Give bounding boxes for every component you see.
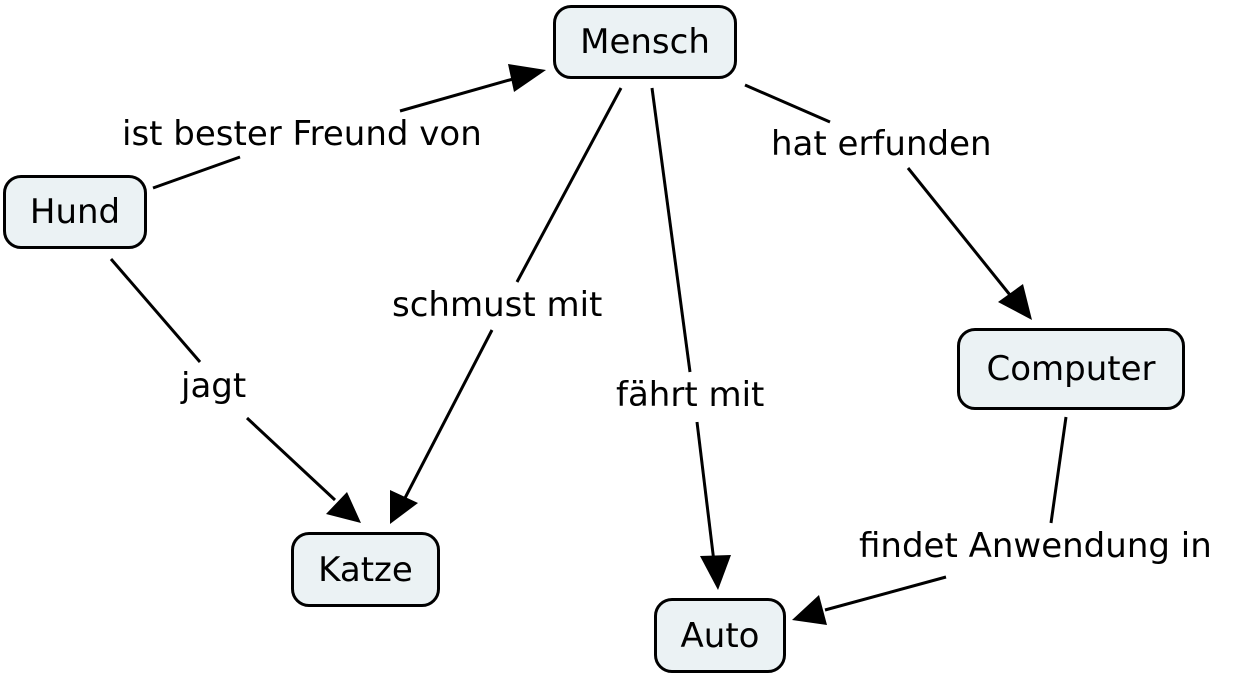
link-label-hat-erfunden: hat erfunden: [767, 124, 996, 164]
edge-findet-to-auto: [824, 575, 947, 612]
edge-computer-to-findet: [1049, 416, 1068, 524]
link-label-findet-anwendung-in: findet Anwendung in: [855, 526, 1216, 566]
link-label-faehrt-mit: fährt mit: [612, 375, 769, 415]
edge-hund-to-jagt: [109, 258, 202, 363]
edge-hund-to-label: [152, 155, 241, 190]
node-auto[interactable]: Auto: [654, 598, 786, 673]
edge-schmust-to-katze: [403, 329, 494, 499]
arrowhead-katze-from-mensch: [390, 490, 418, 524]
edge-erfunden-to-computer: [906, 167, 1012, 296]
arrowhead-katze-from-hund: [326, 492, 361, 523]
node-katze[interactable]: Katze: [291, 532, 440, 607]
node-computer[interactable]: Computer: [957, 328, 1185, 410]
arrowhead-computer-from-mensch: [998, 284, 1032, 320]
arrowhead-auto-from-computer: [792, 595, 827, 625]
arrowhead-auto-from-mensch: [700, 555, 731, 590]
node-auto-label: Auto: [680, 615, 760, 656]
edge-faehrt-to-auto: [695, 421, 716, 563]
link-label-jagt: jagt: [177, 366, 251, 406]
edge-mensch-to-erfunden: [744, 83, 831, 124]
edge-mensch-to-faehrt: [650, 87, 692, 373]
edge-jagt-to-katze: [245, 416, 337, 502]
node-mensch[interactable]: Mensch: [553, 5, 737, 79]
link-label-schmust-mit: schmust mit: [388, 285, 607, 325]
node-computer-label: Computer: [986, 349, 1156, 389]
node-katze-label: Katze: [318, 549, 413, 590]
link-label-ist-bester-freund-von: ist bester Freund von: [118, 114, 486, 154]
arrowhead-mensch-from-hund: [508, 64, 546, 92]
node-mensch-label: Mensch: [580, 22, 710, 62]
node-hund-label: Hund: [29, 192, 121, 232]
node-hund[interactable]: Hund: [3, 175, 147, 249]
edge-label-to-mensch: [399, 75, 521, 113]
edge-mensch-to-schmust: [515, 87, 623, 283]
